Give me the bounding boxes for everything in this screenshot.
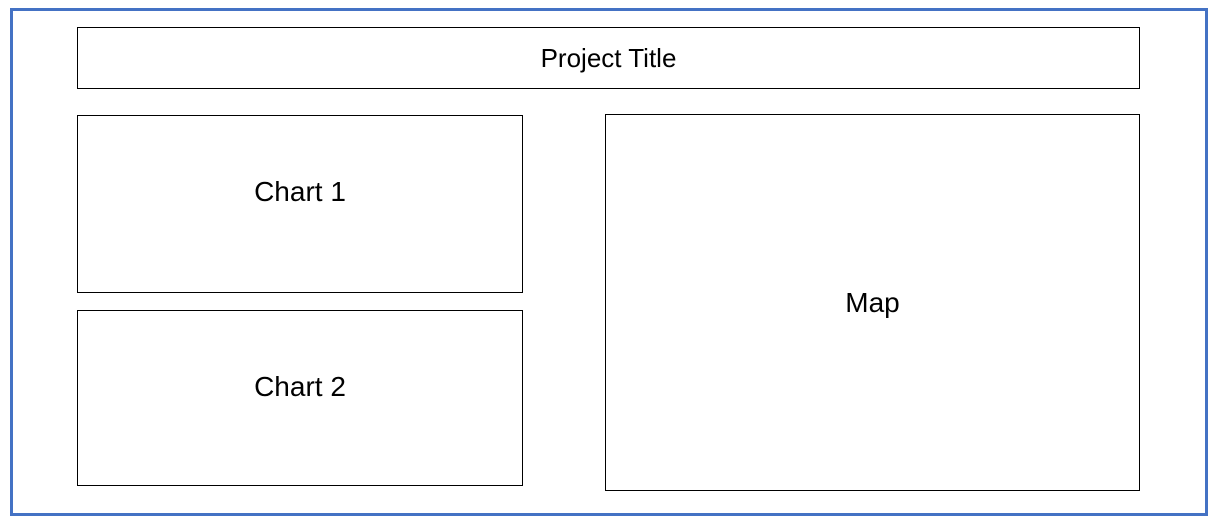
- layout-frame: [10, 8, 1208, 516]
- chart-2-label: Chart 2: [254, 371, 346, 402]
- project-title: Project Title: [540, 42, 677, 73]
- map-label: Map: [845, 286, 900, 318]
- map-placeholder: Map: [605, 114, 1140, 491]
- chart-1-label: Chart 1: [254, 176, 346, 207]
- project-title-box: Project Title: [77, 27, 1140, 89]
- chart-1-placeholder: Chart 1: [77, 115, 523, 293]
- chart-2-placeholder: Chart 2: [77, 310, 523, 486]
